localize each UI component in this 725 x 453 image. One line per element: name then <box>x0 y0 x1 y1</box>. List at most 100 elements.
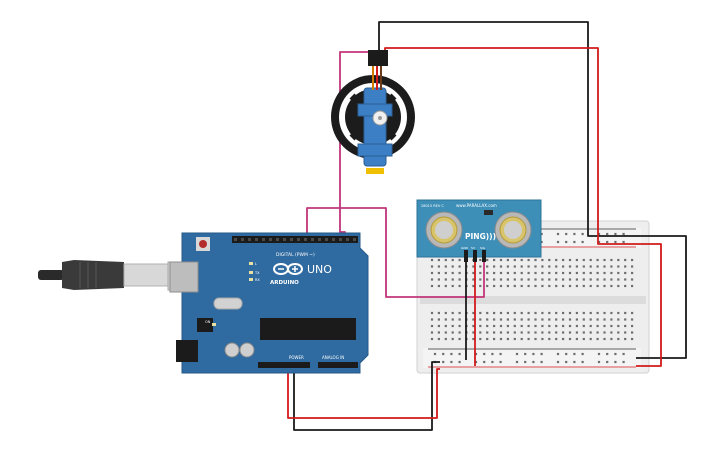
breadboard-hole[interactable] <box>589 311 592 315</box>
breadboard-hole[interactable] <box>520 324 523 328</box>
breadboard-hole[interactable] <box>562 265 565 268</box>
breadboard-hole[interactable] <box>458 271 461 275</box>
breadboard-hole[interactable] <box>562 258 565 262</box>
breadboard-hole[interactable] <box>486 278 489 281</box>
breadboard-hole[interactable] <box>624 265 627 268</box>
breadboard-hole[interactable] <box>603 278 606 281</box>
breadboard-hole[interactable] <box>597 240 601 244</box>
breadboard-hole[interactable] <box>541 258 544 262</box>
breadboard-hole[interactable] <box>617 337 620 341</box>
breadboard-hole[interactable] <box>527 331 530 334</box>
breadboard-hole[interactable] <box>458 284 461 288</box>
breadboard-hole[interactable] <box>534 278 537 281</box>
breadboard-hole[interactable] <box>499 352 502 356</box>
usb-port[interactable] <box>169 261 199 293</box>
breadboard-hole[interactable] <box>444 311 447 315</box>
breadboard-hole[interactable] <box>582 271 585 275</box>
breadboard-hole[interactable] <box>486 331 489 334</box>
breadboard-hole[interactable] <box>532 352 535 356</box>
breadboard-hole[interactable] <box>479 331 482 334</box>
breadboard-hole[interactable] <box>610 318 613 321</box>
breadboard-hole[interactable] <box>534 318 537 321</box>
breadboard-hole[interactable] <box>513 324 516 328</box>
breadboard-hole[interactable] <box>513 337 516 341</box>
breadboard-hole[interactable] <box>565 360 568 364</box>
breadboard-hole[interactable] <box>458 360 461 364</box>
breadboard-hole[interactable] <box>479 284 482 288</box>
wire-servo-gnd[interactable] <box>378 21 636 237</box>
breadboard-hole[interactable] <box>617 258 620 262</box>
breadboard-hole[interactable] <box>575 271 578 275</box>
breadboard-hole[interactable] <box>437 337 440 341</box>
breadboard-hole[interactable] <box>499 265 503 268</box>
breadboard-hole[interactable] <box>430 337 434 341</box>
breadboard-hole[interactable] <box>479 265 482 268</box>
breadboard-hole[interactable] <box>548 278 551 281</box>
breadboard-hole[interactable] <box>444 258 447 262</box>
breadboard-hole[interactable] <box>499 337 503 341</box>
breadboard-hole[interactable] <box>534 331 537 334</box>
breadboard-hole[interactable] <box>555 271 558 275</box>
breadboard-hole[interactable] <box>582 337 585 341</box>
breadboard-hole[interactable] <box>624 271 627 275</box>
breadboard-hole[interactable] <box>451 337 454 341</box>
breadboard-hole[interactable] <box>562 271 565 275</box>
breadboard-hole[interactable] <box>603 324 606 328</box>
breadboard-hole[interactable] <box>582 324 585 328</box>
breadboard-hole[interactable] <box>603 284 606 288</box>
breadboard-hole[interactable] <box>506 265 509 268</box>
breadboard-hole[interactable] <box>520 278 523 281</box>
breadboard-hole[interactable] <box>479 324 482 328</box>
breadboard-hole[interactable] <box>458 318 461 321</box>
breadboard-hole[interactable] <box>597 352 601 356</box>
breadboard-hole[interactable] <box>568 258 572 262</box>
breadboard-hole[interactable] <box>555 258 558 262</box>
servo-motor[interactable] <box>331 50 415 174</box>
breadboard-hole[interactable] <box>540 240 543 244</box>
breadboard-hole[interactable] <box>458 331 461 334</box>
breadboard-hole[interactable] <box>430 265 434 268</box>
wire-rail-5v-jumper[interactable] <box>636 243 662 367</box>
breadboard-hole[interactable] <box>506 318 509 321</box>
breadboard-hole[interactable] <box>568 318 572 321</box>
breadboard-hole[interactable] <box>534 265 537 268</box>
breadboard-hole[interactable] <box>596 284 599 288</box>
breadboard-hole[interactable] <box>430 271 434 275</box>
breadboard-hole[interactable] <box>565 240 568 244</box>
breadboard-hole[interactable] <box>589 265 592 268</box>
breadboard-hole[interactable] <box>506 324 509 328</box>
breadboard-hole[interactable] <box>606 240 609 244</box>
breadboard-hole[interactable] <box>548 258 551 262</box>
breadboard-hole[interactable] <box>581 232 584 236</box>
breadboard-hole[interactable] <box>444 271 447 275</box>
breadboard-hole[interactable] <box>631 337 634 341</box>
breadboard-hole[interactable] <box>527 324 530 328</box>
breadboard-hole[interactable] <box>562 284 565 288</box>
breadboard-hole[interactable] <box>451 284 454 288</box>
digital-pin[interactable] <box>346 238 349 241</box>
breadboard-hole[interactable] <box>472 337 475 341</box>
breadboard-hole[interactable] <box>565 232 568 236</box>
breadboard-hole[interactable] <box>606 232 609 236</box>
breadboard-hole[interactable] <box>513 258 516 262</box>
breadboard-hole[interactable] <box>548 331 551 334</box>
breadboard-hole[interactable] <box>541 337 544 341</box>
breadboard-hole[interactable] <box>631 331 634 334</box>
breadboard-hole[interactable] <box>513 331 516 334</box>
breadboard-hole[interactable] <box>444 278 447 281</box>
breadboard-hole[interactable] <box>582 258 585 262</box>
breadboard-hole[interactable] <box>513 278 516 281</box>
breadboard-hole[interactable] <box>527 271 530 275</box>
breadboard-hole[interactable] <box>437 271 440 275</box>
breadboard-hole[interactable] <box>596 337 599 341</box>
breadboard-hole[interactable] <box>562 311 565 315</box>
breadboard-hole[interactable] <box>513 265 516 268</box>
digital-pin[interactable] <box>283 238 286 241</box>
digital-pin[interactable] <box>353 238 356 241</box>
breadboard-hole[interactable] <box>582 265 585 268</box>
breadboard-hole[interactable] <box>444 284 447 288</box>
breadboard-hole[interactable] <box>596 265 599 268</box>
breadboard-hole[interactable] <box>474 352 478 356</box>
breadboard-hole[interactable] <box>617 331 620 334</box>
breadboard-hole[interactable] <box>624 311 627 315</box>
